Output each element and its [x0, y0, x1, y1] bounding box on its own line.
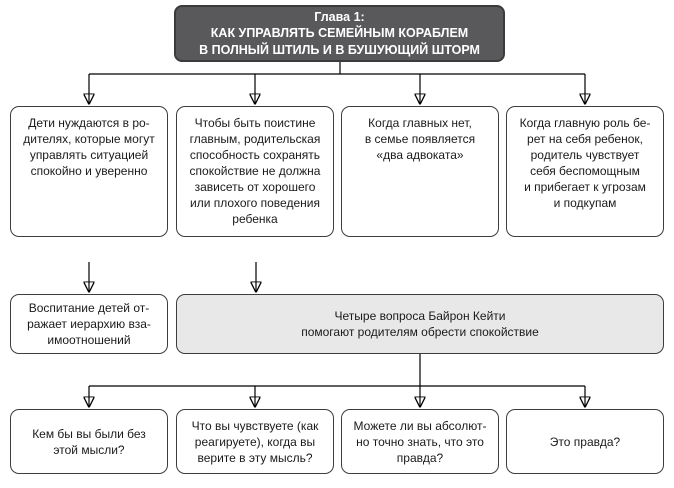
node-question-who-without-thought: Кем бы вы были без этой мысли?	[10, 409, 168, 474]
node-two-advocates: Когда главных нет, в семье появляется «д…	[341, 106, 499, 237]
node-upbringing-hierarchy: Воспитание детей от- ражает иерархию вза…	[10, 294, 168, 354]
node-question-is-it-true: Это правда?	[506, 409, 664, 474]
node-parental-calm-ability: Чтобы быть поистине главным, родительска…	[176, 106, 334, 237]
node-question-know-absolutely: Можете ли вы абсолют- но точно знать, чт…	[341, 409, 499, 474]
node-chapter-title: Глава 1: КАК УПРАВЛЯТЬ СЕМЕЙНЫМ КОРАБЛЕМ…	[174, 5, 505, 62]
bottom-branch-connector	[89, 354, 585, 407]
top-branch-connector	[89, 62, 585, 104]
middle-arrows	[89, 262, 256, 292]
node-byron-katie-questions: Четыре вопроса Байрон Кейти помогают род…	[176, 294, 664, 354]
node-child-takes-lead: Когда главную роль бе- рет на себя ребен…	[506, 106, 664, 237]
node-children-need-parents: Дети нуждаются в ро- дителях, которые мо…	[10, 106, 168, 237]
node-question-how-react: Что вы чувствуете (как реагируете), когд…	[176, 409, 334, 474]
